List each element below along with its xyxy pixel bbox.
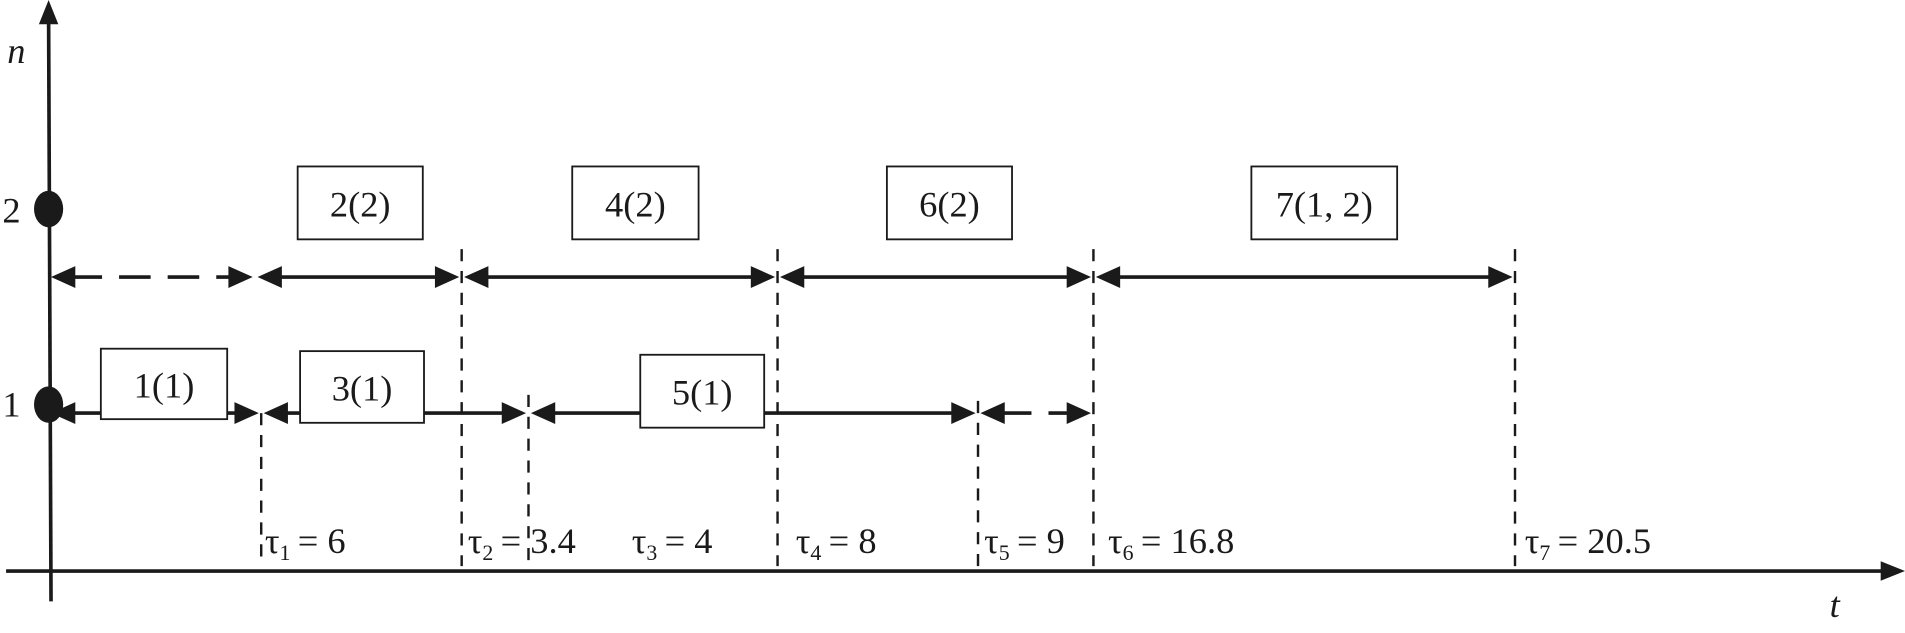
- tau-subscript: 3: [646, 541, 657, 565]
- tau-subscript: 7: [1539, 541, 1550, 565]
- level-2-dot: [34, 190, 64, 228]
- level-2-interval-3: [464, 266, 776, 288]
- arrow-left-icon: [980, 402, 1005, 425]
- job-box-frame: [571, 165, 700, 241]
- tau-symbol: τ: [468, 521, 483, 561]
- tau-subscript: 1: [280, 541, 291, 565]
- tau-symbol: τ: [265, 521, 280, 561]
- job-box: 5(1): [639, 353, 766, 429]
- job-label: 6(2): [919, 184, 980, 224]
- arrow-left-icon: [464, 266, 489, 288]
- arrow-right-icon: [1066, 402, 1092, 425]
- arrow-left-icon: [263, 402, 288, 425]
- tau-value: = 6: [298, 521, 346, 561]
- level-2-interval-2: [257, 266, 460, 288]
- arrow-left-icon: [51, 402, 76, 425]
- tau-6-label: τ6 = 16.8: [1108, 521, 1234, 565]
- tau-symbol: τ: [1525, 521, 1540, 561]
- job-label: 1(1): [134, 365, 195, 405]
- job-label: 2(2): [330, 184, 391, 224]
- job-box-frame: [299, 350, 425, 424]
- job-box-frame: [296, 165, 424, 241]
- job-label: 3(1): [332, 368, 393, 408]
- job-box-frame: [639, 353, 766, 429]
- tau-value: = 3.4: [501, 521, 576, 561]
- level-1-dot: [34, 386, 64, 423]
- tau-subscript: 5: [999, 541, 1010, 565]
- tau-4-label: τ4 = 8: [796, 521, 877, 565]
- arrow-right-icon: [1066, 266, 1092, 288]
- job-box: 4(2): [571, 165, 700, 241]
- tau-2-label: τ2 = 3.4: [468, 521, 576, 565]
- tau-value: = 16.8: [1141, 521, 1234, 561]
- job-box: 6(2): [885, 165, 1013, 241]
- arrow-left-icon: [1095, 266, 1121, 288]
- job-label: 4(2): [605, 184, 666, 224]
- tau-symbol: τ: [632, 521, 647, 561]
- tau-symbol: τ: [796, 521, 811, 561]
- tau-value: = 9: [1017, 521, 1065, 561]
- job-label: 5(1): [672, 373, 733, 413]
- arrow-right-icon: [750, 266, 776, 288]
- y-axis-arrow-icon: [38, 0, 59, 25]
- arrow-left-icon: [530, 402, 556, 425]
- arrow-right-icon: [228, 266, 253, 288]
- job-box: 2(2): [296, 165, 424, 241]
- tau-subscript: 2: [482, 541, 493, 565]
- level-2-interval-4: [779, 266, 1092, 288]
- job-box-frame: [885, 165, 1013, 241]
- y-tick-2: 2: [2, 190, 20, 230]
- job-box: 7(1, 2): [1250, 165, 1399, 241]
- y-axis: [46, 14, 53, 602]
- arrow-right-icon: [501, 402, 527, 425]
- tau-subscript: 4: [810, 541, 821, 565]
- x-axis-arrow-icon: [1880, 561, 1905, 581]
- arrow-right-icon: [234, 402, 259, 425]
- y-tick-1: 1: [2, 385, 20, 425]
- job-box-frame: [99, 347, 229, 421]
- arrow-right-icon: [434, 266, 460, 288]
- x-axis-label: t: [1830, 585, 1841, 625]
- tau-7-label: τ7 = 20.5: [1525, 521, 1651, 565]
- job-box: 3(1): [299, 350, 425, 424]
- tau-1-label: τ1 = 6: [265, 521, 346, 565]
- arrow-right-icon: [951, 402, 976, 425]
- tau-symbol: τ: [1108, 521, 1123, 561]
- tau-subscript: 6: [1123, 541, 1134, 565]
- job-box: 1(1): [99, 347, 229, 421]
- job-label: 7(1, 2): [1276, 184, 1373, 224]
- arrow-right-icon: [1488, 266, 1513, 288]
- arrow-left-icon: [257, 266, 282, 288]
- tau-value: = 20.5: [1558, 521, 1651, 561]
- arrow-left-icon: [779, 266, 805, 288]
- level-1-interval-4: [980, 402, 1092, 425]
- arrow-left-icon: [51, 266, 76, 288]
- level-2-interval-5: [1095, 266, 1513, 288]
- y-axis-label: n: [7, 31, 25, 71]
- tau-value: = 8: [829, 521, 877, 561]
- tau-5-label: τ5 = 9: [984, 521, 1065, 565]
- job-box-frame: [1250, 165, 1399, 241]
- level-2-interval-1: [51, 266, 253, 288]
- tau-3-label: τ3 = 4: [632, 521, 713, 565]
- tau-value: = 4: [665, 521, 713, 561]
- tau-symbol: τ: [984, 521, 999, 561]
